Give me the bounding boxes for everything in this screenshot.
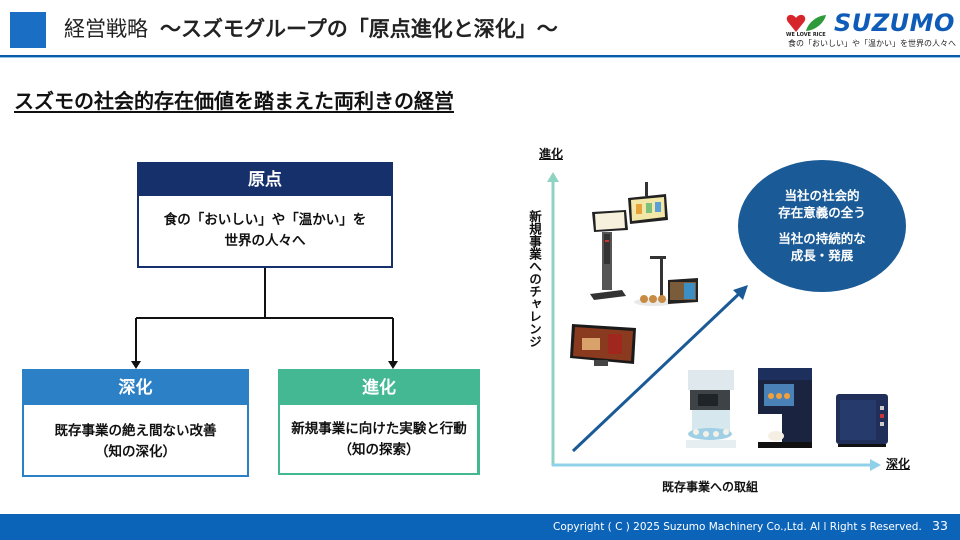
header-divider — [0, 55, 960, 57]
y-axis-arrowhead — [547, 172, 559, 182]
self-order-kiosk-image — [590, 210, 628, 300]
header-divider-light — [0, 57, 960, 58]
goal-line4: 成長・発展 — [790, 248, 854, 263]
origin-box: 原点 食の「おいしい」や「温かい」を 世界の人々へ — [137, 162, 393, 268]
evolution-box-edge — [477, 369, 480, 475]
arrowhead-right — [388, 361, 398, 369]
page-number: 33 — [932, 518, 948, 533]
rice-dispenser-cabinet-image — [836, 394, 888, 447]
arrowhead-left — [131, 361, 141, 369]
logo-brand: SUZUMO — [834, 9, 955, 37]
goal-line2: 存在意義の全う — [778, 205, 866, 220]
footer-bar — [0, 514, 960, 540]
evolution-box: 進化 新規事業に向けた実験と行動 （知の探索） — [278, 369, 478, 475]
rice-serving-machine-image — [758, 368, 812, 448]
page-title: 経営戦略 ～スズモグループの「原点進化と深化」～ — [64, 14, 558, 44]
origin-title: 原点 — [139, 164, 391, 196]
origin-body-line1: 食の「おいしい」や「温かい」を — [163, 212, 367, 228]
growth-arrowhead — [733, 285, 748, 300]
deepening-body: 既存事業の絶え間ない改善 （知の深化） — [24, 405, 247, 463]
suzumo-logo: SUZUMO WE LOVE RICE 食の「おいしい」や「温かい」を世界の人々… — [786, 9, 956, 49]
ceiling-tablet-display-image — [628, 182, 668, 224]
evolution-body: 新規事業に向けた実験と行動 （知の探索） — [280, 405, 478, 461]
goal-circle: 当社の社会的 存在意義の全う 当社の持続的な 成長・発展 — [738, 160, 906, 292]
logo-slogan: WE LOVE RICE — [786, 32, 826, 38]
header-accent-square — [10, 12, 46, 48]
y-axis-title: 新規事業へのチャレンジ — [527, 210, 542, 348]
evolution-title: 進化 — [280, 371, 478, 405]
copyright-text: Copyright ( C ) 2025 Suzumo Machinery Co… — [553, 521, 922, 533]
logo-tagline: 食の「おいしい」や「温かい」を世界の人々へ — [788, 39, 956, 48]
origin-body: 食の「おいしい」や「温かい」を 世界の人々へ — [139, 196, 391, 252]
evolution-body-line2: （知の探索） — [338, 442, 420, 458]
y-axis-top-label: 進化 — [539, 147, 564, 161]
slide-subtitle: スズモの社会的存在価値を踏まえた両利きの経営 — [14, 89, 454, 113]
sushi-robot-image — [686, 370, 736, 448]
goal-line3: 当社の持続的な — [778, 231, 866, 246]
section-title: 経営戦略 — [64, 17, 148, 41]
main-title: ～スズモグループの「原点進化と深化」～ — [160, 17, 558, 41]
evolution-body-line1: 新規事業に向けた実験と行動 — [291, 421, 467, 437]
digital-signage-tablet-image — [570, 324, 636, 366]
deepening-body-line2: （知の深化） — [95, 444, 176, 460]
camera-stand-tablet-image — [634, 256, 698, 306]
deepening-box: 深化 既存事業の絶え間ない改善 （知の深化） — [22, 369, 249, 477]
deepening-title: 深化 — [24, 371, 247, 405]
heart-leaf-icon — [786, 14, 826, 33]
goal-line1: 当社の社会的 — [784, 188, 860, 203]
x-axis-arrowhead — [870, 459, 881, 471]
x-axis-right-label: 深化 — [886, 457, 911, 471]
origin-body-line2: 世界の人々へ — [224, 233, 306, 249]
x-axis-title: 既存事業への取組 — [662, 480, 759, 494]
deepening-body-line1: 既存事業の絶え間ない改善 — [54, 423, 217, 439]
